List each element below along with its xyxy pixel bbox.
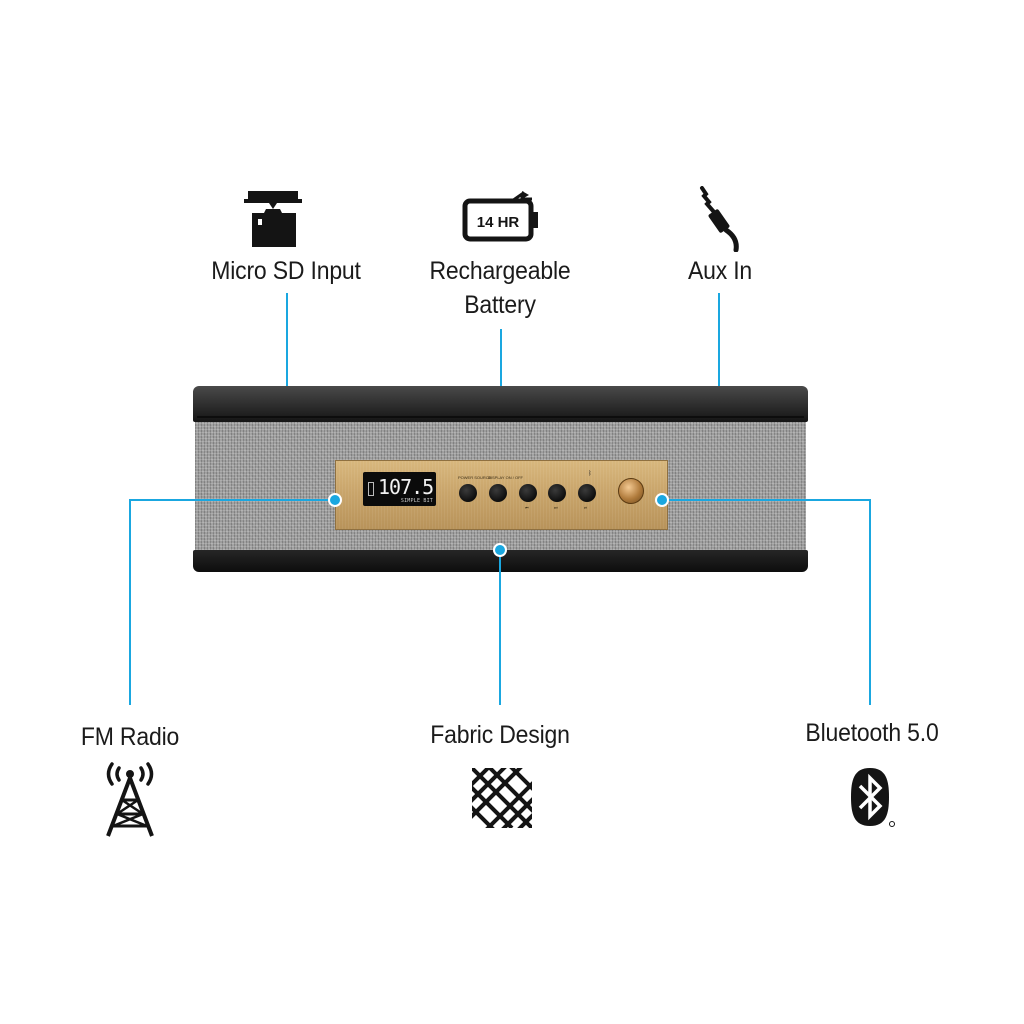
- battery-label: Rechargeable Battery: [419, 254, 581, 322]
- panel-bluetooth-icon: ᛒ: [588, 471, 592, 477]
- callout-line-bluetooth-horizontal: [662, 499, 870, 501]
- play-pause-button[interactable]: [578, 484, 596, 502]
- callout-dot-bluetooth: [657, 495, 667, 505]
- callout-line-bluetooth-vertical: [869, 499, 871, 705]
- callout-dot-fabric: [495, 545, 505, 555]
- aux-label: Aux In: [687, 257, 753, 285]
- volume-knob[interactable]: [618, 478, 644, 504]
- play-pause-button-label: ⏯: [584, 505, 588, 510]
- bluetooth-icon: [848, 766, 896, 830]
- callout-line-battery: [500, 329, 502, 388]
- speaker-control-panel: 107.5 SIMPLE BIT POWER SOURCE DISPLAY ON…: [335, 460, 668, 530]
- fabric-design-label: Fabric Design: [430, 721, 570, 749]
- bluetooth-label: Bluetooth 5.0: [805, 719, 939, 747]
- callout-dot-fm: [330, 495, 340, 505]
- micro-sd-label: Micro SD Input: [211, 257, 361, 285]
- callout-line-fabric: [499, 551, 501, 705]
- display-battery-icon: [368, 482, 374, 496]
- aux-jack-icon: [698, 186, 742, 252]
- power-button-label: POWER SOURCE: [458, 475, 492, 480]
- speaker-display: 107.5 SIMPLE BIT: [363, 472, 436, 506]
- battery-icon-text: 14 HR: [477, 214, 520, 231]
- power-source-button[interactable]: [459, 484, 477, 502]
- woven-fabric-icon: [472, 768, 532, 828]
- battery-icon: 14 HR: [462, 191, 540, 243]
- fm-radio-label: FM Radio: [80, 723, 180, 751]
- callout-line-micro-sd: [286, 293, 288, 388]
- previous-button[interactable]: [519, 484, 537, 502]
- speaker-top-panel: [193, 386, 808, 422]
- previous-button-label: ⏮: [525, 505, 529, 510]
- display-frequency: 107.5: [378, 475, 434, 499]
- display-button-label: DISPLAY ON / OFF: [488, 475, 523, 480]
- callout-line-fm-vertical: [129, 499, 131, 705]
- callout-line-aux: [718, 293, 720, 388]
- battery-label-line2: Battery: [464, 291, 536, 319]
- callout-line-fm-horizontal: [130, 499, 336, 501]
- display-subtext: SIMPLE BIT: [400, 498, 433, 504]
- next-button-label: ⏭: [554, 505, 558, 510]
- battery-label-line1: Rechargeable: [429, 257, 571, 285]
- next-button[interactable]: [548, 484, 566, 502]
- display-button[interactable]: [489, 484, 507, 502]
- radio-tower-icon: [102, 760, 158, 838]
- micro-sd-icon: [244, 187, 302, 249]
